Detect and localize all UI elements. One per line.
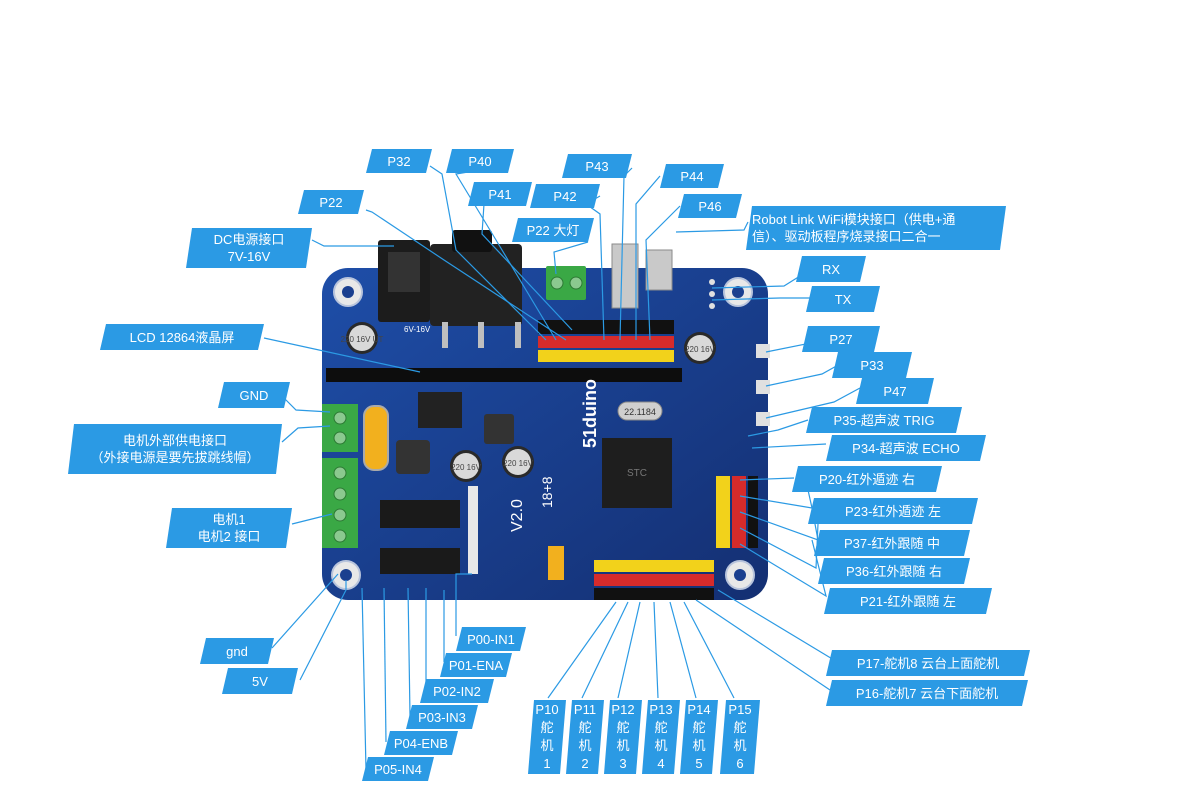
brand-text: 51duino (580, 379, 600, 448)
label-servo-p12: P12 舵机3 (604, 700, 642, 774)
label-servo-p10-pin: P10 (535, 702, 559, 717)
label-servo-p12-text: 舵机3 (616, 720, 630, 771)
label-p42: P42 (530, 184, 600, 208)
label-servo-p13-pin: P13 (649, 702, 673, 717)
label-servo-p10: P10 舵机1 (528, 700, 566, 774)
label-lcd: LCD 12864液晶屏 (100, 324, 264, 350)
label-dc-power: DC电源接口 7V-16V (186, 228, 312, 268)
label-servo-p11-pin: P11 (573, 702, 597, 717)
label-motor-line1: 电机1 (212, 512, 246, 527)
label-p37: P37-红外跟随 中 (814, 530, 970, 556)
label-p44: P44 (660, 164, 724, 188)
label-p47: P47 (856, 378, 934, 404)
label-p21: P21-红外跟随 左 (824, 588, 992, 614)
label-p00: P00-IN1 (456, 627, 526, 651)
label-p43: P43 (562, 154, 632, 178)
label-gnd-upper: GND (218, 382, 290, 408)
label-p27: P27 (802, 326, 880, 352)
label-p17: P17-舵机8 云台上面舵机 (826, 650, 1030, 676)
label-servo-p13: P13 舵机4 (642, 700, 680, 774)
cap2-text: 220 16V (451, 463, 481, 472)
label-motor-power-line2: （外接电源是要先拔跳线帽） (90, 450, 260, 465)
model-text: 18+8 (539, 476, 555, 508)
label-wifi: Robot Link WiFi模块接口（供电+通 信）、驱动板程序烧录接口二合一 (746, 206, 1006, 250)
label-p03: P03-IN3 (406, 705, 478, 729)
label-motor: 电机1 电机2 接口 (166, 508, 292, 548)
label-p41: P41 (468, 182, 532, 206)
label-p35: P35-超声波 TRIG (806, 407, 962, 433)
label-p36: P36-红外跟随 右 (818, 558, 970, 584)
svg-text:STC: STC (627, 468, 647, 479)
label-motor-line2: 电机2 接口 (197, 529, 261, 544)
label-p05: P05-IN4 (362, 757, 434, 781)
label-gnd-lower: gnd (200, 638, 274, 664)
label-wifi-line1: Robot Link WiFi模块接口（供电+通 (752, 212, 956, 227)
label-servo-p11-text: 舵机2 (578, 720, 592, 771)
label-5v: 5V (222, 668, 298, 694)
label-p16: P16-舵机7 云台下面舵机 (826, 680, 1028, 706)
power-text: 6V-16V (404, 325, 431, 334)
label-p01: P01-ENA (440, 653, 512, 677)
version-text: V2.0 (509, 499, 526, 532)
label-servo-p14-text: 舵机5 (692, 720, 706, 771)
label-dc-line2: 7V-16V (227, 249, 271, 264)
label-motor-power-line1: 电机外部供电接口 (122, 433, 227, 448)
label-tx: TX (806, 286, 880, 312)
label-dc-line1: DC电源接口 (213, 232, 285, 247)
label-p02: P02-IN2 (420, 679, 494, 703)
label-servo-p11: P11 舵机2 (566, 700, 604, 774)
label-servo-p13-text: 舵机4 (654, 720, 668, 771)
label-servo-p15: P15 舵机6 (720, 700, 760, 774)
label-p32: P32 (366, 149, 432, 173)
label-p20: P20-红外遁迹 右 (792, 466, 942, 492)
label-rx: RX (796, 256, 866, 282)
label-p22-light: P22 大灯 (512, 218, 594, 242)
label-motor-power: 电机外部供电接口 （外接电源是要先拔跳线帽） (68, 424, 282, 474)
pcb-board: 220 16V UT 220 16V 220 16V 220 16V STC 2… (322, 230, 770, 600)
label-p04: P04-ENB (384, 731, 458, 755)
label-servo-p15-pin: P15 (728, 702, 752, 717)
cap4-text: 220 16V (685, 345, 715, 354)
label-p46: P46 (678, 194, 742, 218)
label-p40: P40 (446, 149, 514, 173)
cap3-text: 220 16V (503, 459, 533, 468)
label-p33: P33 (832, 352, 912, 378)
label-servo-p15-text: 舵机6 (733, 720, 747, 771)
label-servo-p14-pin: P14 (687, 702, 711, 717)
cap1-text: 220 16V UT (341, 335, 384, 344)
label-servo-p12-pin: P12 (611, 702, 635, 717)
label-p34: P34-超声波 ECHO (826, 435, 986, 461)
label-p23: P23-红外遁迹 左 (808, 498, 978, 524)
crystal-text: 22.1184 (624, 407, 656, 417)
label-p22-top: P22 (298, 190, 364, 214)
label-wifi-line2: 信）、驱动板程序烧录接口二合一 (752, 229, 941, 244)
label-servo-p10-text: 舵机1 (540, 720, 554, 771)
label-servo-p14: P14 舵机5 (680, 700, 718, 774)
